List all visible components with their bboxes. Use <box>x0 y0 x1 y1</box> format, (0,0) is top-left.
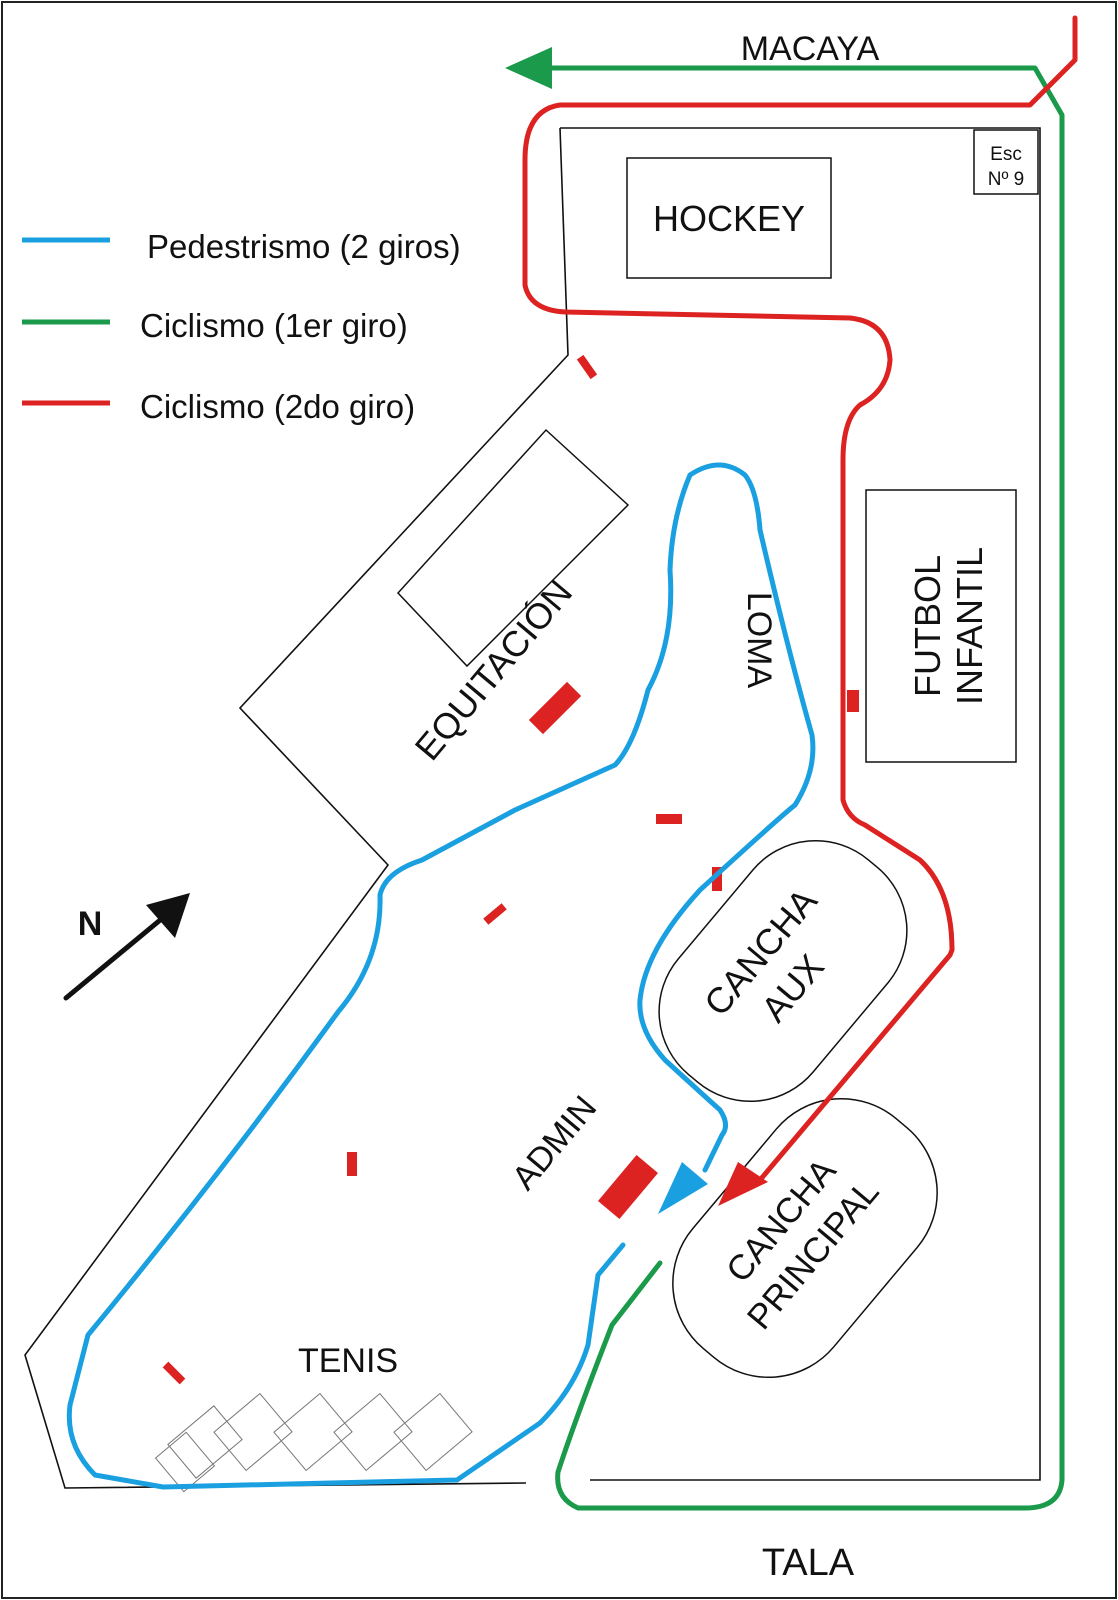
building <box>656 814 682 824</box>
route-running-line <box>66 462 816 1490</box>
route-running-arrowhead <box>658 1162 708 1214</box>
legend-label: Pedestrismo (2 giros) <box>147 228 461 265</box>
building <box>528 681 582 735</box>
street-label-tala: TALA <box>762 1542 855 1584</box>
legend: Pedestrismo (2 giros) Ciclismo (1er giro… <box>22 228 461 425</box>
school-area: Esc Nº 9 <box>973 129 1039 195</box>
futbol-infantil-area: FUTBOL INFANTIL <box>865 489 1017 763</box>
tennis-court <box>154 1431 216 1493</box>
futbol-label-line1: FUTBOL <box>907 555 948 697</box>
legend-item-running: Pedestrismo (2 giros) <box>22 228 461 265</box>
cancha-aux-area: CANCHA AUX <box>658 839 908 1103</box>
route-running <box>66 462 816 1490</box>
route-cycling-lap1-arrowhead <box>505 47 552 89</box>
tennis-court <box>393 1392 473 1472</box>
tennis-court <box>273 1392 353 1472</box>
north-label: N <box>78 905 103 943</box>
admin-building <box>597 1155 659 1219</box>
building <box>162 1361 186 1385</box>
tennis-court <box>213 1392 293 1472</box>
building <box>347 1152 357 1176</box>
legend-label: Ciclismo (1er giro) <box>140 307 408 344</box>
tennis-courts <box>154 1392 473 1493</box>
futbol-label-line2: INFANTIL <box>949 547 990 705</box>
tenis-label: TENIS <box>298 1342 398 1380</box>
building <box>576 354 598 380</box>
street-label-macaya: MACAYA <box>741 30 880 68</box>
legend-item-cycling-lap2: Ciclismo (2do giro) <box>22 388 415 425</box>
building <box>483 903 507 925</box>
admin-label: ADMIN <box>505 1089 605 1197</box>
route-cycling-lap2 <box>522 15 1078 1206</box>
loma-label: LOMA <box>740 592 778 689</box>
hockey-area: HOCKEY <box>626 157 832 279</box>
hockey-field <box>626 157 832 279</box>
route-cycling-lap2-line <box>522 15 1078 1183</box>
legend-label: Ciclismo (2do giro) <box>140 388 415 425</box>
route-cycling-lap1 <box>505 47 1065 1511</box>
route-cycling-lap2-arrowhead <box>718 1162 768 1206</box>
building <box>847 690 859 712</box>
cancha-aux-field <box>658 839 908 1103</box>
equitacion-field <box>396 428 630 668</box>
hockey-label: HOCKEY <box>653 198 805 239</box>
north-arrow-icon: N <box>63 893 190 1001</box>
cancha-principal-area: CANCHA PRINCIPAL <box>672 1097 938 1379</box>
legend-item-cycling-lap1: Ciclismo (1er giro) <box>22 307 408 344</box>
tennis-court <box>167 1405 243 1479</box>
route-cycling-lap1-line <box>547 65 1065 1511</box>
school-label-line1: Esc <box>990 144 1022 165</box>
buildings <box>162 354 859 1385</box>
school-box <box>973 129 1039 195</box>
venue-boundary <box>24 127 1041 1489</box>
school-label-line2: Nº 9 <box>988 169 1025 190</box>
equitacion-area: EQUITACIÓN <box>396 428 630 768</box>
tennis-court <box>333 1392 413 1472</box>
tenis-area: TENIS <box>154 1342 473 1493</box>
equitacion-label: EQUITACIÓN <box>407 572 581 768</box>
building <box>712 867 722 891</box>
futbol-infantil-field <box>865 489 1017 763</box>
